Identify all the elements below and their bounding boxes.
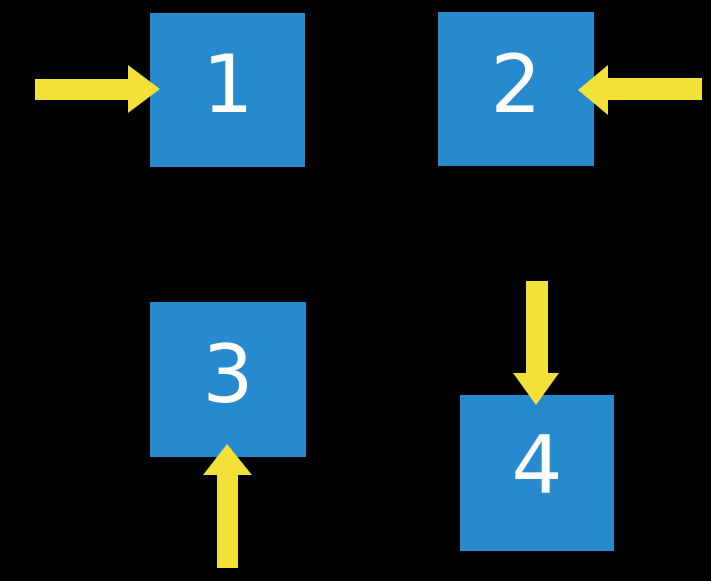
box-2 bbox=[438, 12, 594, 166]
arrow-up-icon bbox=[203, 444, 252, 568]
box-3-label: 3 bbox=[203, 328, 254, 421]
box-4-label: 4 bbox=[512, 419, 563, 512]
arrow-down-icon bbox=[513, 281, 559, 405]
arrow-left-icon bbox=[578, 65, 702, 115]
box-1 bbox=[150, 13, 305, 167]
box-1-label: 1 bbox=[203, 38, 254, 131]
box-2-label: 2 bbox=[491, 38, 542, 131]
box-3 bbox=[150, 302, 306, 457]
arrow-right-icon bbox=[35, 65, 160, 113]
box-4 bbox=[460, 395, 614, 551]
